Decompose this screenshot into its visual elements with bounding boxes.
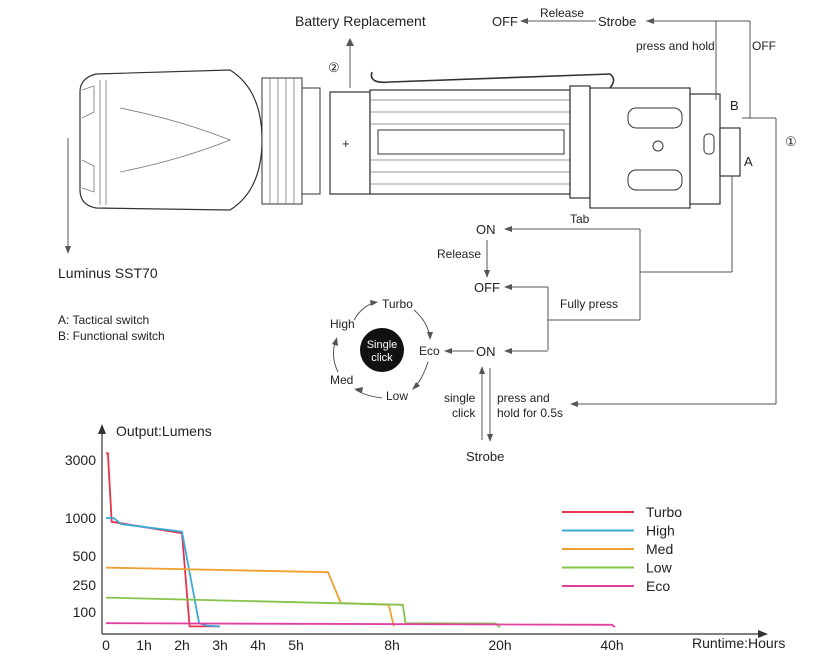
- legend-tactical-switch: A: Tactical switch: [58, 313, 149, 327]
- cycle-center-1: Single: [367, 339, 398, 351]
- flow-on-1: ON: [476, 222, 496, 237]
- flashlight-head: [79, 69, 263, 211]
- flow-fully-press: Fully press: [560, 297, 618, 311]
- y-axis-title: Output:Lumens: [116, 423, 212, 439]
- y-tick-label: 100: [73, 604, 97, 620]
- head-flute: [119, 107, 232, 173]
- legend-functional-switch: B: Functional switch: [58, 329, 165, 343]
- body-tube: [369, 89, 571, 195]
- step-2-marker: ②: [328, 60, 340, 75]
- flow-press-hold-05-2: hold for 0.5s: [497, 406, 563, 420]
- y-tick-label: 250: [73, 577, 97, 593]
- x-tick-label: 4h: [250, 637, 266, 653]
- operation-flow: Strobe OFF Release press and hold OFF ON…: [330, 6, 777, 464]
- head-rings: [261, 77, 321, 205]
- switch-a-label: A: [744, 154, 753, 169]
- step-1-marker: ①: [785, 134, 797, 149]
- battery-replacement-label: Battery Replacement: [295, 13, 426, 29]
- x-tick-label: 5h: [288, 637, 304, 653]
- flow-strobe-top: Strobe: [598, 14, 636, 29]
- flow-release-top: Release: [540, 6, 584, 20]
- x-tick-label: 0: [102, 637, 110, 653]
- y-tick-labels: 3000 1000 500 250 100: [65, 452, 96, 620]
- legend-label-med: Med: [646, 541, 673, 557]
- x-tick-label: 8h: [384, 637, 400, 653]
- cycle-mode-med: Med: [330, 373, 353, 387]
- flow-single-click-2: click: [452, 406, 476, 420]
- x-tick-labels: 0 1h 2h 3h 4h 5h 8h 20h 40h: [102, 637, 624, 653]
- series-line-eco: [105, 622, 616, 628]
- x-tick-label: 3h: [212, 637, 228, 653]
- x-axis-title: Runtime:Hours: [692, 635, 785, 651]
- cycle-mode-turbo: Turbo: [382, 297, 413, 311]
- y-tick-label: 1000: [65, 510, 96, 526]
- flow-press-and-hold: press and hold: [636, 39, 715, 53]
- series-line-high: [106, 517, 221, 628]
- x-axis-arrow: [758, 630, 768, 638]
- flow-release-mid: Release: [437, 247, 481, 261]
- x-tick-label: 2h: [174, 637, 190, 653]
- flow-press-hold-05-1: press and: [497, 391, 550, 405]
- battery-plus: +: [342, 136, 350, 151]
- flow-single-click-1: single: [444, 391, 476, 405]
- flow-off-top: OFF: [492, 14, 518, 29]
- head-crown: [81, 85, 95, 193]
- cycle-mode-high: High: [330, 317, 355, 331]
- runtime-chart: Output:Lumens Runtime:Hours 300010005002…: [65, 423, 786, 653]
- flow-tab-label: Tab: [570, 212, 590, 226]
- x-tick-label: 20h: [488, 637, 511, 653]
- series-line-med: [105, 566, 395, 627]
- y-axis-arrow: [98, 424, 106, 434]
- led-name-label: Luminus SST70: [58, 265, 158, 281]
- cycle-center-2: click: [371, 352, 393, 364]
- legend-label-turbo: Turbo: [646, 504, 682, 520]
- y-tick-label: 3000: [65, 452, 96, 468]
- battery: [329, 91, 371, 195]
- switch-b-label: B: [730, 98, 739, 113]
- x-tick-label: 40h: [600, 637, 623, 653]
- y-tick-label: 500: [73, 548, 97, 564]
- flow-off-right: OFF: [752, 39, 776, 53]
- cycle-mode-low: Low: [386, 389, 408, 403]
- legend-label-high: High: [646, 523, 675, 539]
- mode-cycle: Single click Turbo Eco Low Med High: [330, 297, 440, 403]
- series-lines: [105, 452, 616, 628]
- x-tick-label: 1h: [136, 637, 152, 653]
- flow-off-mid: OFF: [474, 280, 500, 295]
- flow-on-2: ON: [476, 344, 496, 359]
- pocket-clip: [370, 71, 615, 93]
- flashlight-illustration: + ② ① B A Battery: [58, 13, 797, 343]
- legend-label-low: Low: [646, 560, 673, 576]
- legend-label-eco: Eco: [646, 578, 670, 594]
- tail-cap: [569, 85, 741, 209]
- flow-strobe-bottom: Strobe: [466, 449, 504, 464]
- cycle-mode-eco: Eco: [419, 344, 440, 358]
